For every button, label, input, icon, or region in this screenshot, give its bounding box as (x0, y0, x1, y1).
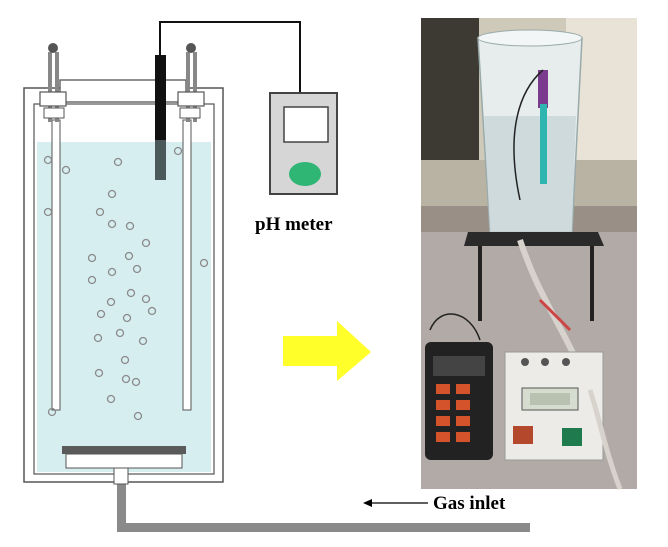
solution (37, 142, 211, 472)
clamp-screws (39, 43, 205, 122)
gas-inlet-tube (117, 470, 530, 532)
ph-meter-label: pH meter (255, 214, 333, 235)
gas-diffuser (62, 446, 186, 454)
reactor-vessel (23, 79, 224, 485)
setup-photo (421, 18, 637, 490)
left-arrow-icon (363, 499, 428, 507)
meter-display (283, 106, 329, 143)
gas-inlet-label: Gas inlet (433, 493, 506, 514)
right-arrow-icon (283, 321, 371, 381)
ph-meter-device (269, 92, 338, 195)
probe-cable (159, 21, 301, 93)
ph-probe (155, 55, 166, 180)
gas-bubbles (43, 146, 209, 421)
meter-button (289, 162, 321, 186)
